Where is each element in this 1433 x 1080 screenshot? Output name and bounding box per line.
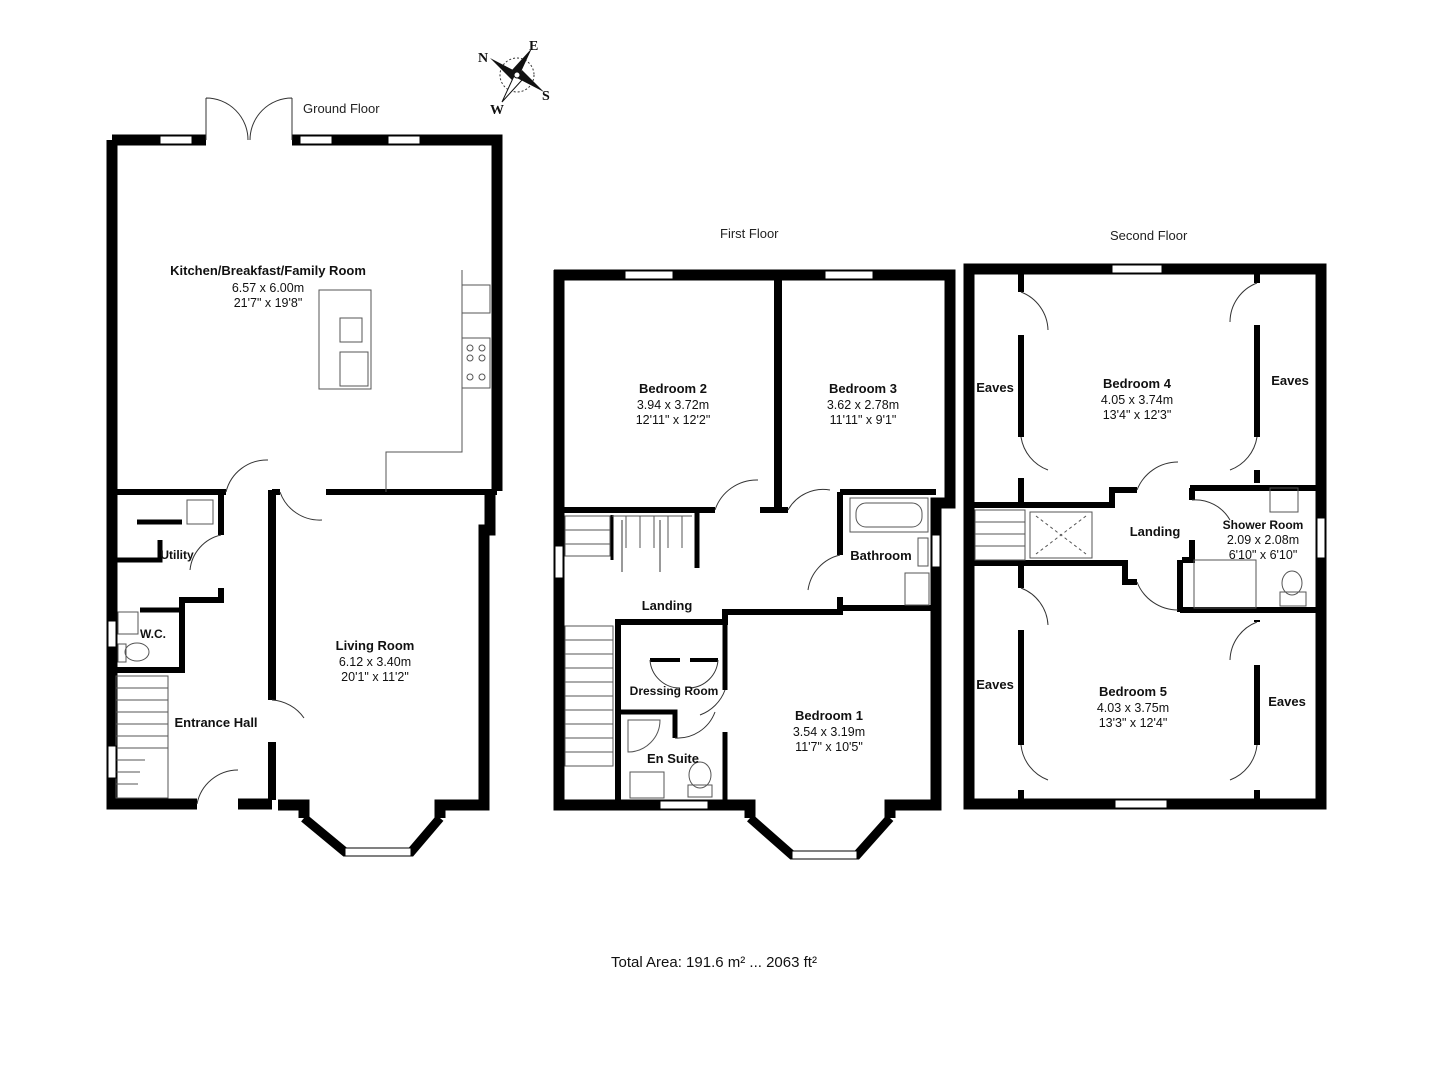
ground-floor-plan bbox=[106, 97, 503, 857]
bedroom-1-imperial: 11'7" x 10'5" bbox=[795, 740, 863, 754]
ground-floor-title: Ground Floor bbox=[303, 101, 380, 116]
bedroom-3-metric: 3.62 x 2.78m bbox=[827, 398, 899, 412]
shower-room-name: Shower Room bbox=[1223, 518, 1304, 532]
kitchen-imperial: 21'7" x 19'8" bbox=[234, 296, 303, 310]
second-floor-windows bbox=[1111, 264, 1326, 809]
first-floor-windows bbox=[554, 270, 941, 860]
dressing-room-name: Dressing Room bbox=[630, 684, 719, 698]
first-landing-name: Landing bbox=[642, 598, 693, 613]
bedroom-5-imperial: 13'3" x 12'4" bbox=[1099, 716, 1168, 730]
bedroom-1-name: Bedroom 1 bbox=[795, 708, 863, 723]
living-imperial: 20'1" x 11'2" bbox=[341, 670, 409, 684]
eaves-top-right-name: Eaves bbox=[1271, 373, 1309, 388]
first-floor-title: First Floor bbox=[720, 226, 779, 241]
living-metric: 6.12 x 3.40m bbox=[339, 655, 411, 669]
shower-room-metric: 2.09 x 2.08m bbox=[1227, 533, 1299, 547]
bedroom-4-imperial: 13'4" x 12'3" bbox=[1103, 408, 1172, 422]
bedroom-4-name: Bedroom 4 bbox=[1103, 376, 1172, 391]
eaves-bottom-right-name: Eaves bbox=[1268, 694, 1306, 709]
bedroom-3-name: Bedroom 3 bbox=[829, 381, 897, 396]
ground-floor-windows bbox=[107, 135, 421, 857]
kitchen-room-name: Kitchen/Breakfast/Family Room bbox=[170, 263, 366, 278]
compass-rose: N E S W bbox=[478, 39, 550, 118]
en-suite-name: En Suite bbox=[647, 751, 699, 766]
eaves-top-left-name: Eaves bbox=[976, 380, 1014, 395]
bedroom-4-metric: 4.05 x 3.74m bbox=[1101, 393, 1173, 407]
bedroom-2-name: Bedroom 2 bbox=[639, 381, 707, 396]
wc-room-name: W.C. bbox=[140, 627, 166, 641]
bedroom-2-metric: 3.94 x 3.72m bbox=[637, 398, 709, 412]
compass-n-label: N bbox=[478, 51, 488, 66]
total-area-label: Total Area: 191.6 m² ... 2063 ft² bbox=[611, 954, 817, 971]
shower-room-imperial: 6'10" x 6'10" bbox=[1229, 548, 1298, 562]
living-room-name: Living Room bbox=[336, 638, 415, 653]
utility-room-name: Utility bbox=[160, 548, 194, 562]
compass-s-label: S bbox=[542, 89, 550, 104]
bedroom-1-metric: 3.54 x 3.19m bbox=[793, 725, 865, 739]
bedroom-5-name: Bedroom 5 bbox=[1099, 684, 1167, 699]
bedroom-3-imperial: 11'11" x 9'1" bbox=[830, 413, 897, 427]
compass-w-label: W bbox=[490, 103, 504, 118]
second-floor-title: Second Floor bbox=[1110, 228, 1188, 243]
entrance-hall-name: Entrance Hall bbox=[174, 715, 257, 730]
second-landing-name: Landing bbox=[1130, 524, 1181, 539]
bedroom-2-imperial: 12'11" x 12'2" bbox=[636, 413, 711, 427]
bedroom-5-metric: 4.03 x 3.75m bbox=[1097, 701, 1169, 715]
compass-e-label: E bbox=[529, 39, 538, 54]
eaves-bottom-left-name: Eaves bbox=[976, 677, 1014, 692]
kitchen-metric: 6.57 x 6.00m bbox=[232, 281, 304, 295]
bathroom-name: Bathroom bbox=[850, 548, 911, 563]
